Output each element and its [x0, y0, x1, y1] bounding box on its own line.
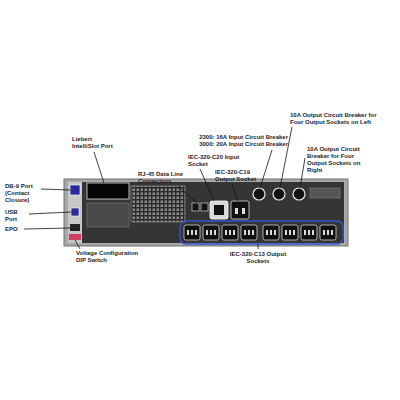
rj45-connector [201, 203, 208, 211]
callout-label: DB-9 Port (Contact Closure) [5, 183, 40, 204]
callout-label: IEC-320-C19 Output Socket [215, 169, 257, 183]
output-breaker [293, 188, 305, 200]
callout-label: 10A Output Circuit Breaker for Four Outp… [290, 112, 390, 126]
db9-port [70, 185, 80, 195]
callout-label: Liebert IntelliSlot Port [72, 136, 114, 150]
callout-label: EPO [5, 226, 23, 233]
usb-port [71, 208, 79, 216]
callout-label: RJ-45 Data Line Connectors [138, 171, 190, 185]
epo-port [70, 224, 80, 231]
vent-grille [131, 186, 185, 222]
callout-label: 2300: 16A Input Circuit Breaker [176, 134, 288, 141]
dip-switch [69, 234, 81, 240]
callout-label: 10A Output Circuit Breaker for Four Outp… [307, 146, 373, 174]
c13-group-outline [180, 221, 343, 244]
callout-label: IEC-320-C13 Output Sockets [222, 251, 294, 265]
leader-lines [24, 127, 305, 249]
intellislot-port [87, 183, 129, 199]
rj45-connector [192, 203, 199, 211]
input-breaker [253, 188, 265, 200]
output-breaker [273, 188, 285, 200]
callout-label: USB Port [5, 209, 28, 223]
c20-inlet [210, 201, 228, 219]
c19-outlet [231, 201, 249, 219]
callout-label: IEC-320-C20 Input Socket [188, 154, 242, 168]
callout-label: Voltage Configuration DIP Switch [76, 250, 148, 264]
callout-label: 3000: 20A Input Circuit Breaker [176, 141, 288, 148]
